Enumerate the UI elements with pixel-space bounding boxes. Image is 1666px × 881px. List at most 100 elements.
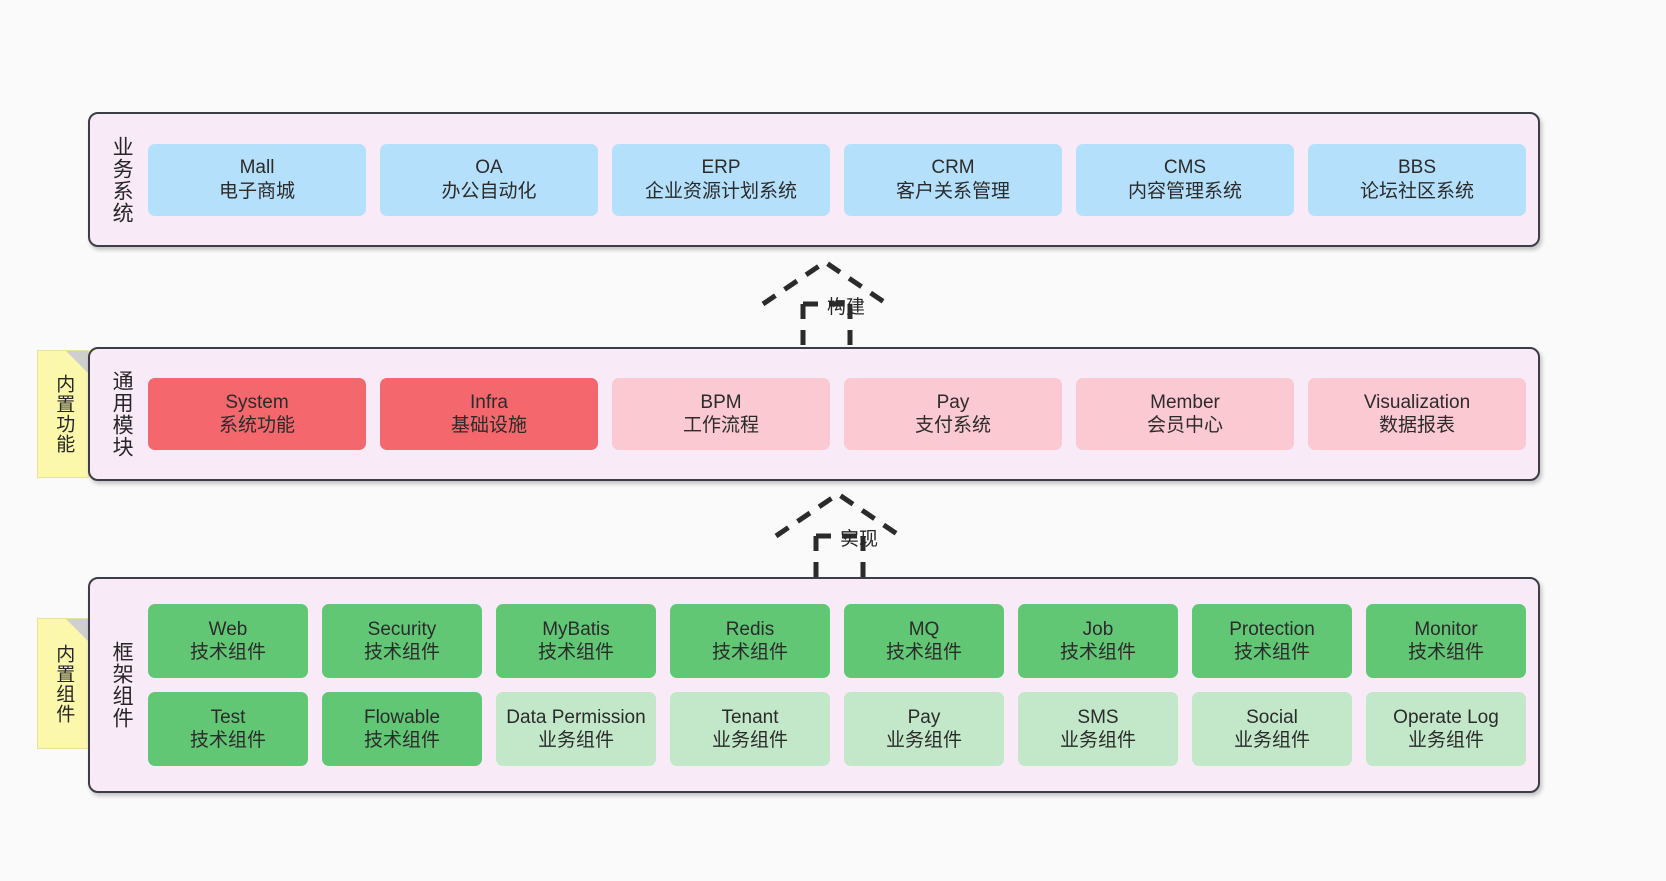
connector-label-build: 构建 (826, 297, 866, 318)
layer-common-module[interactable]: 通用模块 System 系统功能 Infra 基础设施 BPM 工作流程 Pay… (88, 347, 1540, 481)
card-web[interactable]: Web 技术组件 (148, 604, 308, 678)
card-title: Security (367, 618, 437, 640)
card-system[interactable]: System 系统功能 (148, 378, 366, 450)
layer-label-framework-component: 框架组件 (110, 641, 134, 729)
card-title: Pay (936, 391, 970, 413)
layer-framework-component[interactable]: 框架组件 Web 技术组件 Security 技术组件 MyBatis 技术组件… (88, 577, 1540, 793)
card-title: Job (1082, 618, 1114, 640)
card-title: CRM (931, 157, 975, 179)
card-title: Data Permission (506, 706, 646, 728)
card-protection[interactable]: Protection 技术组件 (1192, 604, 1352, 678)
card-bpm[interactable]: BPM 工作流程 (612, 378, 830, 450)
card-social[interactable]: Social 业务组件 (1192, 692, 1352, 766)
card-subtitle: 系统功能 (218, 415, 295, 436)
card-row: System 系统功能 Infra 基础设施 BPM 工作流程 Pay 支付系统… (148, 378, 1526, 450)
card-subtitle: 工作流程 (682, 415, 759, 436)
card-title: CMS (1163, 157, 1207, 179)
card-title: Operate Log (1393, 706, 1499, 728)
card-subtitle: 业务组件 (1407, 730, 1484, 751)
connector-label-implement: 实现 (839, 529, 879, 550)
card-title: System (225, 391, 289, 413)
connector-build: 构建 (755, 256, 930, 346)
card-tenant[interactable]: Tenant 业务组件 (670, 692, 830, 766)
note-fold-icon (66, 351, 88, 373)
card-title: SMS (1077, 706, 1119, 728)
card-test[interactable]: Test 技术组件 (148, 692, 308, 766)
card-subtitle: 技术组件 (363, 642, 440, 663)
card-visualization[interactable]: Visualization 数据报表 (1308, 378, 1526, 450)
note-builtin-function[interactable]: 内置功能 (37, 350, 89, 478)
card-pay-biz[interactable]: Pay 业务组件 (844, 692, 1004, 766)
card-subtitle: 业务组件 (537, 730, 614, 751)
layer-cards-common-module: System 系统功能 Infra 基础设施 BPM 工作流程 Pay 支付系统… (144, 349, 1538, 479)
card-title: Pay (907, 706, 941, 728)
card-cms[interactable]: CMS 内容管理系统 (1076, 143, 1294, 216)
card-data-permission[interactable]: Data Permission 业务组件 (496, 692, 656, 766)
card-subtitle: 基础设施 (450, 415, 527, 436)
card-subtitle: 数据报表 (1378, 415, 1455, 436)
card-subtitle: 业务组件 (1059, 730, 1136, 751)
card-title: Tenant (721, 706, 779, 728)
note-text: 内置组件 (53, 643, 75, 724)
card-title: Visualization (1363, 391, 1471, 413)
connector-implement: 实现 (768, 488, 943, 578)
card-title: Infra (469, 391, 509, 413)
card-subtitle: 业务组件 (1233, 730, 1310, 751)
card-subtitle: 技术组件 (1059, 642, 1136, 663)
card-title: OA (475, 157, 503, 179)
card-operate-log[interactable]: Operate Log 业务组件 (1366, 692, 1526, 766)
card-title: Mall (239, 157, 275, 179)
card-title: Protection (1229, 618, 1315, 640)
card-title: Social (1246, 706, 1298, 728)
card-title: Redis (725, 618, 775, 640)
card-subtitle: 支付系统 (914, 415, 991, 436)
card-security[interactable]: Security 技术组件 (322, 604, 482, 678)
card-subtitle: 电子商城 (218, 180, 295, 202)
card-oa[interactable]: OA 办公自动化 (380, 143, 598, 216)
card-row: Web 技术组件 Security 技术组件 MyBatis 技术组件 Redi… (148, 604, 1526, 678)
card-subtitle: 技术组件 (189, 730, 266, 751)
card-subtitle: 会员中心 (1146, 415, 1223, 436)
layer-business-system[interactable]: 业务系统 Mall 电子商城 OA 办公自动化 ERP 企业资源计划系统 CRM… (88, 112, 1540, 247)
card-crm[interactable]: CRM 客户关系管理 (844, 143, 1062, 216)
note-text: 内置功能 (53, 374, 75, 454)
card-subtitle: 内容管理系统 (1127, 180, 1242, 202)
card-mq[interactable]: MQ 技术组件 (844, 604, 1004, 678)
card-sms[interactable]: SMS 业务组件 (1018, 692, 1178, 766)
card-infra[interactable]: Infra 基础设施 (380, 378, 598, 450)
card-subtitle: 办公自动化 (441, 180, 537, 202)
card-redis[interactable]: Redis 技术组件 (670, 604, 830, 678)
card-subtitle: 论坛社区系统 (1359, 180, 1474, 202)
card-subtitle: 客户关系管理 (895, 180, 1010, 202)
card-subtitle: 技术组件 (189, 642, 266, 663)
card-mall[interactable]: Mall 电子商城 (148, 143, 366, 216)
card-flowable[interactable]: Flowable 技术组件 (322, 692, 482, 766)
card-title: Test (210, 706, 246, 728)
card-subtitle: 业务组件 (711, 730, 788, 751)
card-mybatis[interactable]: MyBatis 技术组件 (496, 604, 656, 678)
card-member[interactable]: Member 会员中心 (1076, 378, 1294, 450)
card-row: Test 技术组件 Flowable 技术组件 Data Permission … (148, 692, 1526, 766)
card-job[interactable]: Job 技术组件 (1018, 604, 1178, 678)
card-subtitle: 技术组件 (885, 642, 962, 663)
card-title: MQ (908, 618, 940, 640)
card-title: BPM (700, 391, 742, 413)
card-subtitle: 技术组件 (1407, 642, 1484, 663)
card-subtitle: 技术组件 (537, 642, 614, 663)
card-bbs[interactable]: BBS 论坛社区系统 (1308, 143, 1526, 216)
layer-cards-business-system: Mall 电子商城 OA 办公自动化 ERP 企业资源计划系统 CRM 客户关系… (144, 114, 1538, 245)
card-erp[interactable]: ERP 企业资源计划系统 (612, 143, 830, 216)
layer-cards-framework-component: Web 技术组件 Security 技术组件 MyBatis 技术组件 Redi… (144, 579, 1538, 791)
card-subtitle: 业务组件 (885, 730, 962, 751)
card-monitor[interactable]: Monitor 技术组件 (1366, 604, 1526, 678)
note-builtin-component[interactable]: 内置组件 (37, 618, 89, 749)
card-title: ERP (701, 157, 741, 179)
card-subtitle: 技术组件 (711, 642, 788, 663)
card-subtitle: 企业资源计划系统 (644, 180, 797, 202)
card-title: Member (1150, 391, 1220, 413)
card-title: BBS (1397, 157, 1437, 179)
card-pay[interactable]: Pay 支付系统 (844, 378, 1062, 450)
card-title: Flowable (363, 706, 441, 728)
card-title: Web (208, 618, 248, 640)
